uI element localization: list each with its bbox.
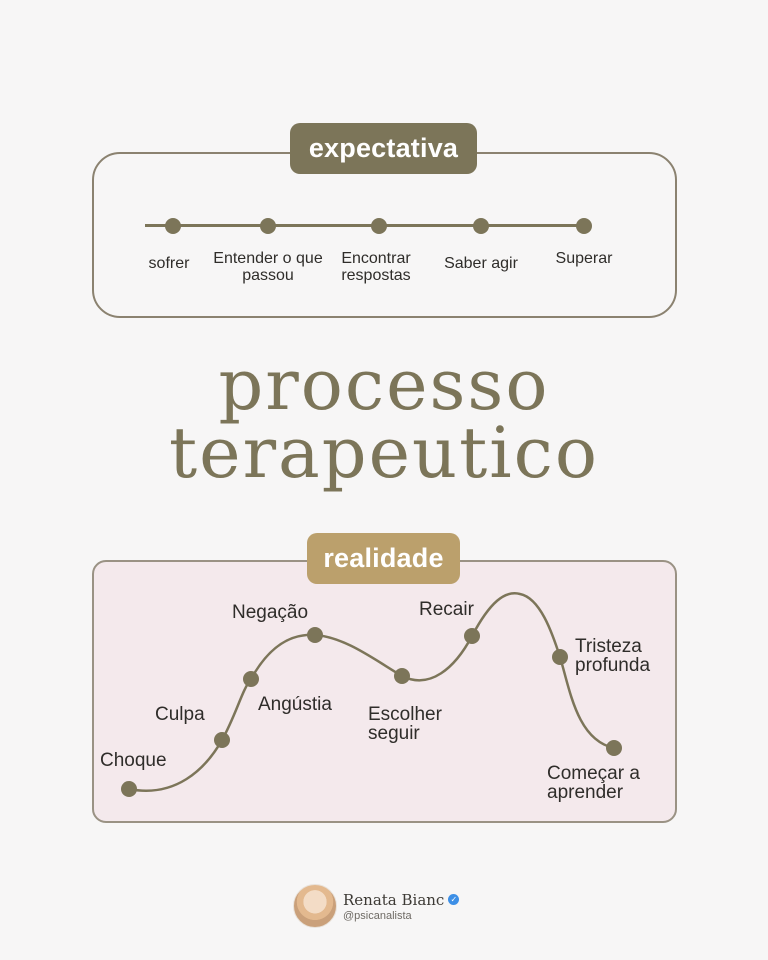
timeline-step-label: Entender o que passou <box>213 250 323 284</box>
stage-label: Começar a aprender <box>547 763 640 803</box>
realidade-label: realidade <box>323 543 444 573</box>
page-title-line-1: processo <box>218 344 550 426</box>
expectativa-timeline-line <box>145 224 586 227</box>
stage-label: Negação <box>232 602 309 623</box>
timeline-dot <box>576 218 592 234</box>
timeline-dot <box>165 218 181 234</box>
stage-label: Angústia <box>258 694 332 715</box>
verified-badge-icon: ✓ <box>448 894 460 905</box>
author-name: Renata Bianc ✓ <box>343 890 460 909</box>
timeline-step-label: Superar <box>555 250 613 267</box>
stage-label: Choque <box>100 750 167 771</box>
author-credit: Renata Bianc ✓ @psicanalista <box>293 884 460 928</box>
stage-label: Recair <box>419 599 474 620</box>
avatar <box>293 884 337 928</box>
stage-label: Tristeza profunda <box>575 636 651 676</box>
stage-label: Escolher seguir <box>368 704 442 744</box>
timeline-step-label: Saber agir <box>444 255 518 272</box>
expectativa-panel <box>92 152 677 318</box>
realidade-badge: realidade <box>307 533 460 584</box>
author-handle: @psicanalista <box>343 909 412 922</box>
timeline-dot <box>473 218 489 234</box>
stage-label: Culpa <box>155 704 205 725</box>
author-name-text: Renata Bianc <box>343 890 445 909</box>
expectativa-badge: expectativa <box>290 123 477 174</box>
timeline-dot <box>260 218 276 234</box>
timeline-step-label: sofrer <box>148 255 190 272</box>
expectativa-label: expectativa <box>308 133 459 163</box>
timeline-step-label: Encontrar respostas <box>341 250 411 284</box>
timeline-dot <box>371 218 387 234</box>
page-title-line-2: terapeutico <box>169 412 599 494</box>
